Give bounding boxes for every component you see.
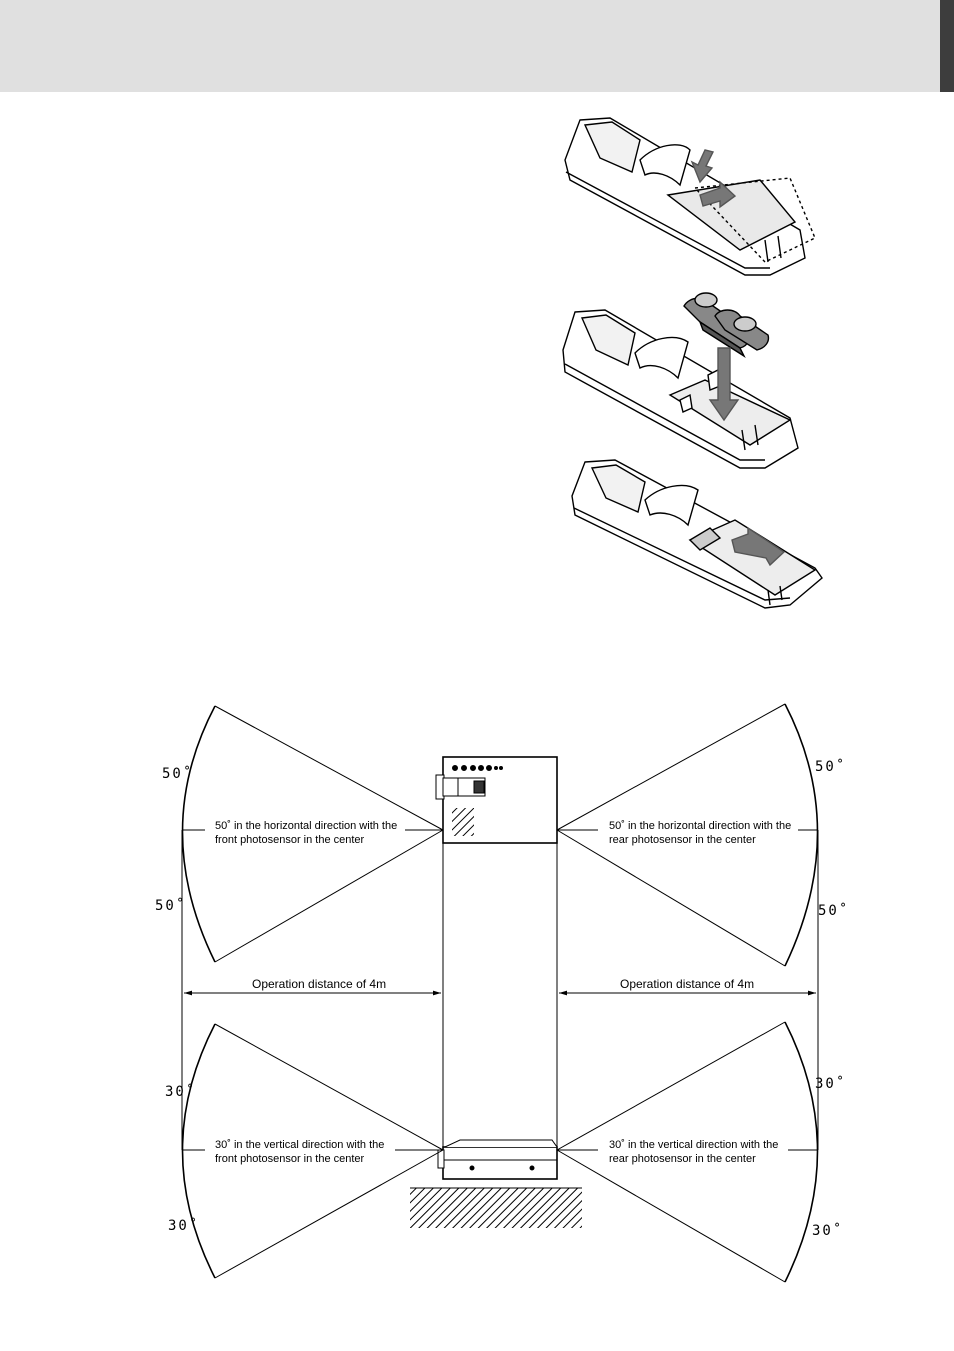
horizontal-rear-label-line1: 50˚ in the horizontal direction with the: [609, 820, 791, 832]
battery-icon: [683, 292, 770, 358]
distance-left-label: Operation distance of 4m: [252, 977, 386, 991]
chapter-tab: [940, 0, 954, 92]
angle-top-left-lower: 50˚: [155, 897, 186, 914]
vertical-rear-label-line1: 30˚ in the vertical direction with the: [609, 1139, 778, 1151]
floor-hatching: [410, 1188, 582, 1228]
operating-range-diagram: [181, 703, 819, 1283]
horizontal-front-label-line2: front photosensor in the center: [215, 834, 365, 846]
angle-bottom-left-upper: 30˚: [165, 1083, 196, 1100]
remote-open-cover-illustration: [564, 117, 816, 276]
angle-top-right-lower: 50˚: [818, 902, 849, 919]
vertical-front-label-line1: 30˚ in the vertical direction with the: [215, 1139, 384, 1151]
distance-right-label: Operation distance of 4m: [620, 977, 754, 991]
angle-bottom-right-upper: 30˚: [815, 1075, 846, 1092]
remote-insert-batteries-illustration: [562, 292, 799, 469]
angle-top-right-upper: 50˚: [815, 758, 846, 775]
vertical-rear-label-line2: rear photosensor in the center: [609, 1153, 756, 1165]
vertical-front-label-line2: front photosensor in the center: [215, 1153, 365, 1165]
angle-bottom-left-lower: 30˚: [168, 1217, 199, 1234]
horizontal-front-label-line1: 50˚ in the horizontal direction with the: [215, 820, 397, 832]
angle-top-left-upper: 50˚: [162, 765, 193, 782]
angle-bottom-right-lower: 30˚: [812, 1222, 843, 1239]
remote-close-cover-illustration: [571, 459, 823, 609]
horizontal-rear-label-line2: rear photosensor in the center: [609, 834, 756, 846]
header-band: [0, 0, 954, 92]
